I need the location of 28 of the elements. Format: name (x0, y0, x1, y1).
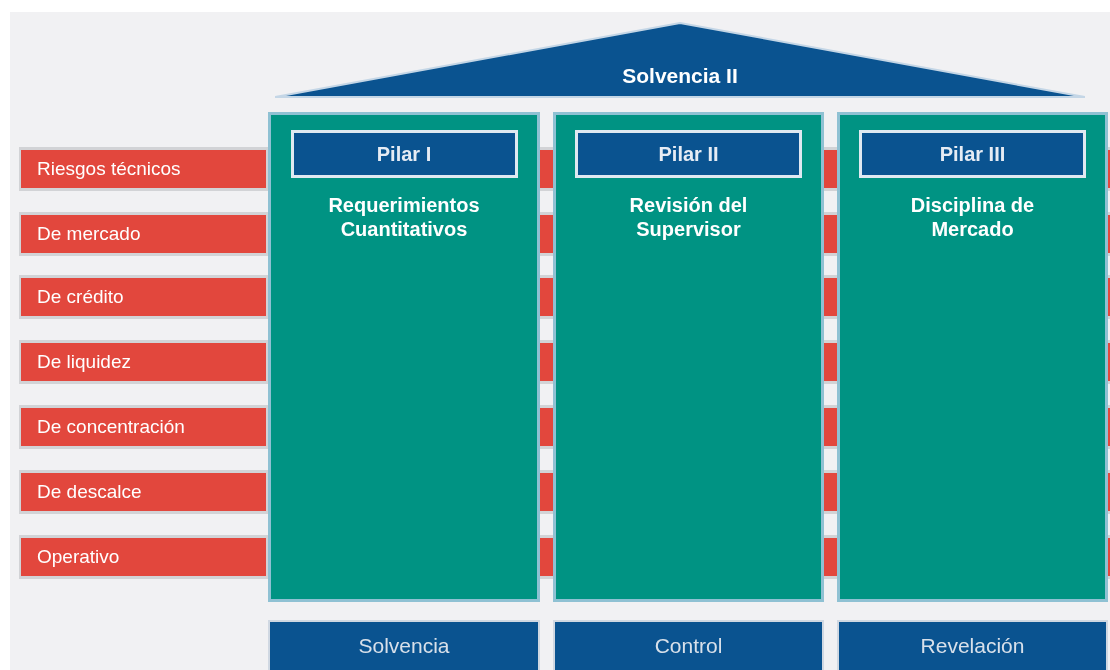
pillar-header: Pilar II (575, 130, 802, 178)
pillar-base: Control (553, 620, 824, 670)
risk-label: De crédito (36, 286, 124, 308)
risk-label: Riesgos técnicos (36, 158, 181, 180)
pillar-header: Pilar III (859, 130, 1086, 178)
risk-bar (19, 470, 269, 514)
risk-bar (19, 212, 269, 256)
risk-label: De descalce (36, 481, 142, 503)
risk-bar (19, 147, 269, 191)
pillar-base: Revelación (837, 620, 1108, 670)
risk-label: De liquidez (36, 351, 131, 373)
pillar-title: Revisión del Supervisor (628, 193, 749, 241)
risk-bar (19, 275, 269, 319)
roof-triangle (275, 22, 1085, 98)
risk-label: De mercado (36, 223, 141, 245)
risk-bar (19, 535, 269, 579)
pillar-panel (268, 112, 540, 602)
pillar-base: Solvencia (268, 620, 540, 670)
risk-label: Operativo (36, 546, 120, 568)
risk-bar (19, 340, 269, 384)
pillar-panel (553, 112, 824, 602)
roof-title: Solvencia II (622, 64, 738, 88)
pillar-panel (837, 112, 1108, 602)
risk-bar (19, 405, 269, 449)
pillar-header: Pilar I (290, 130, 518, 178)
pillar-title: Disciplina de Mercado (909, 193, 1036, 241)
risk-label: De concentración (36, 416, 185, 438)
pillar-title: Requerimientos Cuantitativos (327, 193, 481, 241)
